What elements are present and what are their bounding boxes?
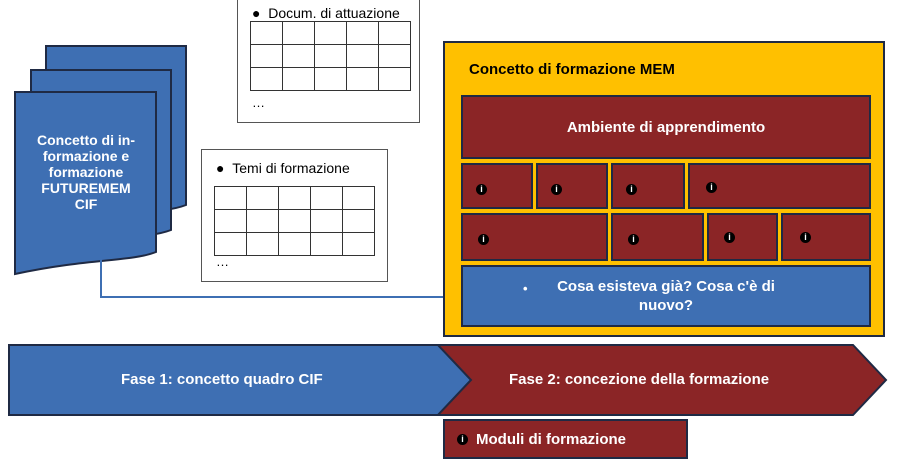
module-block: i [536, 163, 608, 209]
bullet-dot: ● [216, 160, 233, 176]
module-block: i [461, 163, 533, 209]
card-temi-heading: ● Temi di formazione [216, 160, 350, 176]
module-block: i [707, 213, 778, 261]
doc-label-line: formazione e [42, 148, 130, 164]
card-temi-title: Temi di formazione [232, 160, 350, 176]
ambiente-block: Ambiente di apprendimento [461, 95, 871, 159]
temi-grid [214, 186, 375, 256]
phase2-label: Fase 2: concezione della formazione [509, 371, 770, 388]
card-attuazione-title: Docum. di attuazione [268, 5, 400, 21]
module-block: i [611, 213, 704, 261]
doc-label-line: FUTUREMEM [41, 180, 131, 196]
moduli-label: Moduli di formazione [476, 431, 626, 448]
document-page-front [14, 91, 157, 276]
card-attuazione-heading: ● Docum. di attuazione [252, 5, 400, 21]
attuazione-grid [250, 21, 411, 91]
info-icon: i [724, 232, 735, 243]
info-icon: i [800, 232, 811, 243]
card-attuazione: ● Docum. di attuazione … [237, 0, 420, 123]
doc-label-line: CIF [74, 196, 98, 212]
document-stack-label: Concetto di in- formazione e formazione … [22, 132, 150, 212]
ambiente-label: Ambiente di apprendimento [566, 118, 766, 136]
info-icon: i [476, 184, 487, 195]
card-temi-ellipsis: … [216, 254, 231, 269]
info-icon: i [706, 182, 717, 193]
module-block: i [461, 213, 608, 261]
phase2-arrow [435, 344, 888, 416]
module-block: i [781, 213, 871, 261]
cosa-label: Cosa esisteva già? Cosa c'è di nuovo? [557, 278, 775, 314]
info-icon: i [478, 234, 489, 245]
bullet-dot: • [523, 281, 528, 296]
mem-concept-box: Concetto di formazione MEM Ambiente di a… [443, 41, 885, 337]
doc-label-line: formazione [48, 164, 124, 180]
doc-label-line: Concetto di in- [37, 132, 135, 148]
module-block: i [688, 163, 871, 209]
mem-concept-title: Concetto di formazione MEM [469, 61, 675, 78]
bullet-dot: ● [252, 5, 269, 21]
cosa-block: • Cosa esisteva già? Cosa c'è di nuovo? [461, 265, 871, 327]
phase1-label: Fase 1: concetto quadro CIF [121, 371, 323, 388]
info-icon: i [628, 234, 639, 245]
document-stack [14, 45, 187, 276]
module-block: i [611, 163, 685, 209]
card-attuazione-ellipsis: … [252, 95, 267, 110]
moduli-block: i Moduli di formazione [443, 419, 688, 459]
info-icon: i [457, 434, 468, 445]
info-icon: i [551, 184, 562, 195]
info-icon: i [626, 184, 637, 195]
card-temi: ● Temi di formazione … [201, 149, 388, 282]
